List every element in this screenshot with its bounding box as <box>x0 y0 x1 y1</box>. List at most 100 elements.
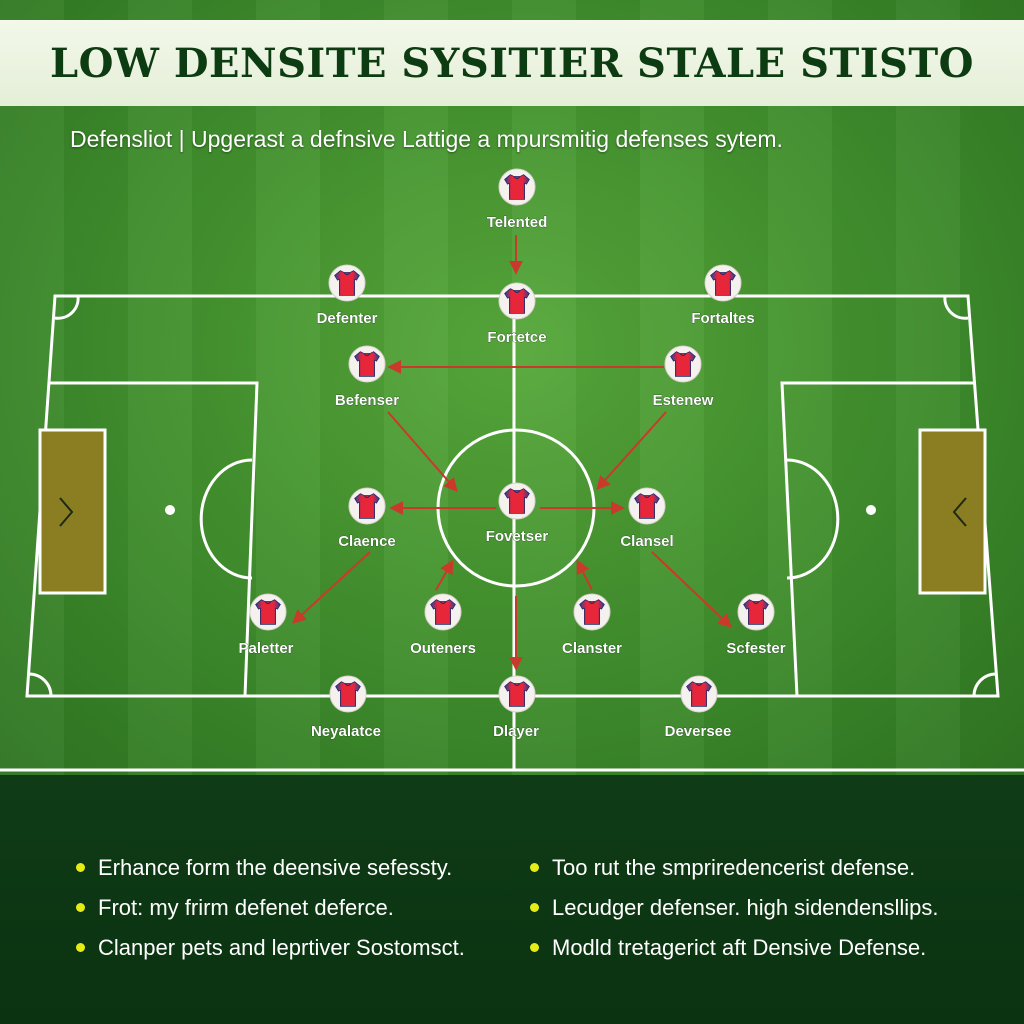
list-item-text: Lecudger defenser. high sidendensllips. <box>552 895 939 920</box>
player-paletter[interactable]: Paletter <box>238 593 294 657</box>
player-label: Outeners <box>410 640 476 657</box>
player-clansel[interactable]: Clansel <box>620 487 674 550</box>
list-item: Erhance form the deensive sefessty. <box>76 848 465 888</box>
jersey-icon <box>498 168 536 206</box>
player-outeners[interactable]: Outeners <box>410 593 476 657</box>
player-label: Clanster <box>562 640 622 657</box>
jersey-icon <box>348 487 386 525</box>
dot-icon <box>530 863 539 872</box>
jersey-icon <box>348 345 386 383</box>
right-goal <box>918 428 987 595</box>
jersey-icon <box>737 593 775 631</box>
dot-icon <box>530 943 539 952</box>
arrow <box>291 551 371 624</box>
player-neyalatce[interactable]: Neyalatce <box>311 675 381 740</box>
corner-arc-top-left <box>54 295 80 320</box>
left-penalty-arc <box>199 458 253 580</box>
list-item: Lecudger defenser. high sidendensllips. <box>530 888 939 928</box>
player-label: Defenter <box>317 310 378 327</box>
jersey-icon <box>424 593 462 631</box>
dot-icon <box>76 863 85 872</box>
player-label: Scfester <box>726 640 785 657</box>
jersey-icon <box>498 482 536 520</box>
player-estenew[interactable]: Estenew <box>652 345 714 409</box>
player-defenter[interactable]: Defenter <box>316 264 378 327</box>
players: Telented Defenter Fortetce Fortaltes Bef… <box>238 168 786 740</box>
dot-icon <box>76 903 85 912</box>
player-label: Fovetser <box>486 528 549 545</box>
dot-icon <box>76 943 85 952</box>
player-clanster[interactable]: Clanster <box>562 593 622 657</box>
arrow <box>596 411 667 491</box>
chevron-left-icon <box>952 497 967 527</box>
list-item: Clanper pets and leprtiver Sostomsct. <box>76 928 465 968</box>
notes-list-left: Erhance form the deensive sefessty. Frot… <box>76 848 465 968</box>
pitch-diagram: Telented Defenter Fortetce Fortaltes Bef… <box>0 168 1024 772</box>
jersey-icon <box>664 345 702 383</box>
list-item-text: Erhance form the deensive sefessty. <box>98 855 453 880</box>
list-item-text: Modld tretagerict aft Densive Defense. <box>552 935 927 960</box>
player-label: Fortetce <box>487 329 546 346</box>
jersey-icon <box>328 264 366 302</box>
list-item-text: Frot: my frirm defenet deferce. <box>98 895 394 920</box>
player-label: Telented <box>487 214 548 231</box>
list-item: Modld tretagerict aft Densive Defense. <box>530 928 939 968</box>
page-title: LOW DENSITE SYSITIER STALE STISTO <box>50 39 974 87</box>
title-banner: LOW DENSITE SYSITIER STALE STISTO <box>0 20 1024 106</box>
right-penalty-arc <box>786 458 840 580</box>
player-label: Dlayer <box>493 723 539 740</box>
player-fovetser[interactable]: Fovetser <box>485 482 549 545</box>
list-item-text: Too rut the smpriredencerist defense. <box>552 855 916 880</box>
left-penalty-box <box>48 381 259 697</box>
arrow <box>387 411 458 493</box>
player-label: Paletter <box>238 640 293 657</box>
left-goal <box>38 428 107 595</box>
list-item-text: Clanper pets and leprtiver Sostomsct. <box>98 935 465 960</box>
corner-arc-bottom-right <box>972 672 997 697</box>
player-label: Deversee <box>665 723 732 740</box>
player-befenser[interactable]: Befenser <box>335 345 400 409</box>
notes-panel <box>0 775 1024 1024</box>
left-penalty-spot <box>165 505 175 515</box>
player-telented[interactable]: Telented <box>486 168 548 231</box>
right-goal-area <box>918 428 987 595</box>
right-penalty-spot <box>866 505 876 515</box>
jersey-icon <box>680 675 718 713</box>
jersey-icon <box>249 593 287 631</box>
jersey-icon <box>704 264 742 302</box>
corner-arc-top-right <box>943 295 969 320</box>
list-item: Frot: my frirm defenet deferce. <box>76 888 465 928</box>
notes-list-right: Too rut the smpriredencerist defense. Le… <box>530 848 939 968</box>
subtitle: Defensliot | Upgerast a defnsive Lattige… <box>70 126 783 152</box>
player-fortetce[interactable]: Fortetce <box>487 282 547 346</box>
chevron-right-icon <box>59 497 74 527</box>
player-label: Neyalatce <box>311 723 381 740</box>
jersey-icon <box>628 487 666 525</box>
jersey-icon <box>498 282 536 320</box>
player-label: Befenser <box>335 392 399 409</box>
arrow <box>576 559 593 591</box>
jersey-icon <box>498 675 536 713</box>
pitch-background <box>0 0 1024 775</box>
pitch-lines <box>0 294 1024 772</box>
player-scfester[interactable]: Scfester <box>726 593 786 657</box>
arrow <box>651 551 733 628</box>
list-item: Too rut the smpriredencerist defense. <box>530 848 939 888</box>
arrow <box>435 559 454 591</box>
dot-icon <box>530 903 539 912</box>
jersey-icon <box>329 675 367 713</box>
player-label: Estenew <box>653 392 714 409</box>
player-label: Fortaltes <box>691 310 754 327</box>
pitch-outer-boundary <box>25 294 1000 698</box>
player-deversee[interactable]: Deversee <box>664 675 732 740</box>
player-claence[interactable]: Claence <box>338 487 396 550</box>
player-fortaltes[interactable]: Fortaltes <box>691 264 755 327</box>
player-dlayer[interactable]: Dlayer <box>493 675 539 740</box>
jersey-icon <box>573 593 611 631</box>
movement-arrows <box>291 235 733 671</box>
player-label: Claence <box>338 533 396 550</box>
player-label: Clansel <box>620 533 673 550</box>
right-penalty-box <box>780 381 976 697</box>
corner-arc-bottom-left <box>28 672 53 697</box>
